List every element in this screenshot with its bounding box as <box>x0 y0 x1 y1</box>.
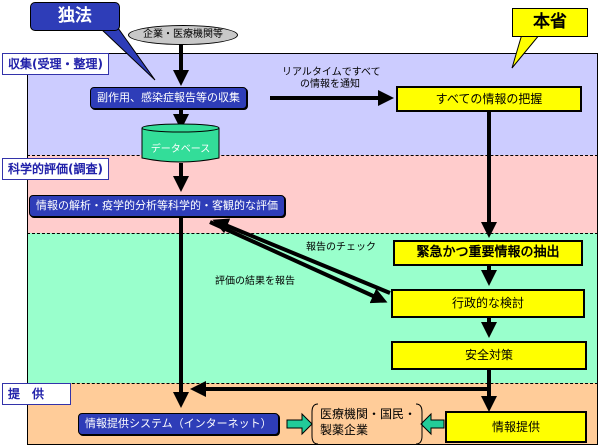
database-cylinder <box>141 123 220 163</box>
green-arrow-system-to-recipients <box>286 412 313 436</box>
node-extract-urgent-label: 緊急かつ重要情報の抽出 <box>416 245 560 260</box>
green-arrow-provision-to-recipients <box>420 412 445 436</box>
node-safety-measures-label: 安全対策 <box>464 348 513 362</box>
node-recipients: 医療機関・国民・ 製薬企業 <box>320 406 416 438</box>
node-info-system-label: 情報提供システム（インターネット） <box>85 417 272 430</box>
node-extract-urgent: 緊急かつ重要情報の抽出 <box>393 240 583 266</box>
callout-agency-label: 独法 <box>58 6 92 26</box>
recipients-line2: 製薬企業 <box>320 423 369 437</box>
node-grasp-all-label: すべての情報の把握 <box>435 92 543 106</box>
section-label-collect: 収集(受理・整理) <box>2 53 109 75</box>
arrow-report-results <box>209 220 388 304</box>
edge-label-realtime-1: リアルタイムですべて <box>282 67 381 78</box>
node-info-system: 情報提供システム（インターネット） <box>78 413 279 435</box>
node-safety-measures: 安全対策 <box>391 341 587 370</box>
section-label-provide: 提 供 <box>2 383 71 405</box>
section-label-evaluate: 科学的評価(調査) <box>2 158 109 180</box>
node-grasp-all: すべての情報の把握 <box>396 86 582 112</box>
callout-ministry-label: 本省 <box>533 12 567 32</box>
callout-ministry: 本省 <box>512 8 588 37</box>
node-analysis-label: 情報の解析・疫学的分析等科学的・客観的な評価 <box>36 199 278 212</box>
node-info-provision: 情報提供 <box>445 411 587 443</box>
node-collect-reports: 副作用、感染症報告等の収集 <box>90 87 247 109</box>
node-analysis: 情報の解析・疫学的分析等科学的・客観的な評価 <box>29 195 285 217</box>
arrow-report-check <box>212 218 391 295</box>
edge-label-realtime-2: の情報を通知 <box>300 79 360 90</box>
node-admin-review-label: 行政的な検討 <box>451 296 524 310</box>
node-database-label: データベース <box>150 144 211 155</box>
bracket-left <box>311 403 319 445</box>
source-label: 企業・医療機関等 <box>143 29 223 40</box>
band-evaluate <box>27 155 598 233</box>
bracket-right <box>415 403 423 445</box>
callout-tail-ministry <box>511 33 542 69</box>
recipients-line1: 医療機関・国民・ <box>320 407 417 421</box>
callout-independent-agency: 独法 <box>30 2 120 31</box>
node-collect-reports-label: 副作用、感染症報告等の収集 <box>97 91 240 104</box>
edge-label-report-results: 評価の結果を報告 <box>215 276 295 287</box>
node-info-provision-label: 情報提供 <box>491 420 540 434</box>
node-admin-review: 行政的な検討 <box>391 289 585 318</box>
source-oval: 企業・医療機関等 <box>128 25 238 45</box>
edge-label-report-check: 報告のチェック <box>306 242 376 253</box>
